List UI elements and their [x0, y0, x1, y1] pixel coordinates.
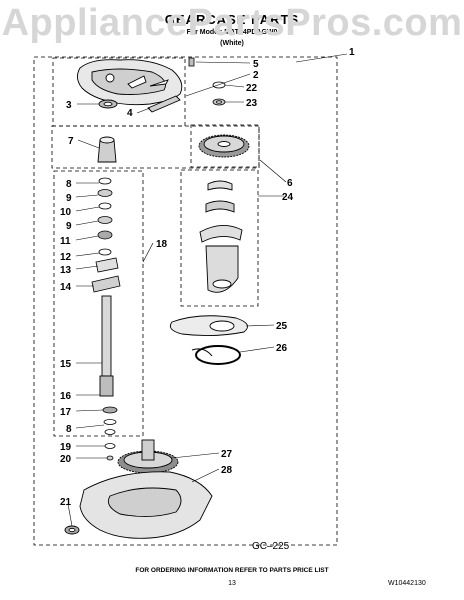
callout-14: 14	[60, 282, 72, 293]
gear-group-frame	[190, 124, 260, 168]
probe-part-4	[147, 95, 181, 113]
callout-28: 28	[221, 465, 233, 476]
callout-27: 27	[221, 449, 233, 460]
callout-11: 11	[60, 236, 71, 247]
lower-washers	[102, 406, 118, 461]
callout-20: 20	[60, 454, 72, 465]
page-number: 13	[228, 580, 236, 587]
gear-part-6	[198, 134, 250, 158]
callout-8b: 8	[66, 424, 72, 435]
gasket-part-25	[169, 315, 249, 337]
page-title: GEARCASE PARTS	[164, 12, 300, 27]
ordering-note: FOR ORDERING INFORMATION REFER TO PARTS …	[135, 567, 329, 574]
shaft-group-frame	[51, 125, 260, 169]
callout-10: 10	[60, 207, 72, 218]
callout-12: 12	[60, 252, 72, 263]
callout-9: 9	[66, 193, 72, 204]
callout-8: 8	[66, 179, 72, 190]
gear-part-27	[117, 439, 179, 474]
model-color: (White)	[220, 40, 244, 47]
callout-9b: 9	[66, 221, 72, 232]
callout-15: 15	[60, 359, 72, 370]
callout-26: 26	[276, 343, 288, 354]
callout-2: 2	[253, 70, 259, 81]
callout-24: 24	[282, 192, 294, 203]
washers-22-23	[212, 81, 226, 106]
seal-part-3	[98, 99, 118, 109]
callout-6: 6	[287, 178, 293, 189]
shaft-part-15	[99, 295, 114, 397]
callout-19: 19	[60, 442, 72, 453]
gearcase-cover	[77, 59, 183, 106]
pinion-part-24	[199, 180, 243, 293]
shaft-part-7	[97, 136, 117, 163]
callout-22: 22	[246, 83, 258, 94]
assembly-frame	[33, 56, 338, 546]
gearcase-part-28	[79, 471, 213, 539]
pinion-group-frame	[180, 169, 259, 307]
callout-21: 21	[60, 497, 72, 508]
small-parts-stack	[91, 177, 121, 293]
document-number: W10442130	[388, 580, 426, 587]
callout-5: 5	[253, 59, 259, 70]
callout-13: 13	[60, 265, 72, 276]
callout-17: 17	[60, 407, 72, 418]
shaft-assembly-frame	[53, 170, 144, 437]
callout-3: 3	[66, 100, 72, 111]
ring-part-26	[191, 345, 241, 365]
diagram-code: GC–225	[252, 541, 290, 552]
callout-4: 4	[127, 108, 133, 119]
callout-1: 1	[349, 47, 355, 58]
model-number: For Model: MAT14PDAGW0	[186, 29, 278, 36]
callout-16: 16	[60, 391, 72, 402]
callout-18: 18	[156, 239, 168, 250]
plug-part-21	[64, 525, 80, 535]
callout-7: 7	[68, 136, 74, 147]
callout-25: 25	[276, 321, 288, 332]
screw-part-5	[188, 57, 195, 67]
callout-23: 23	[246, 98, 258, 109]
